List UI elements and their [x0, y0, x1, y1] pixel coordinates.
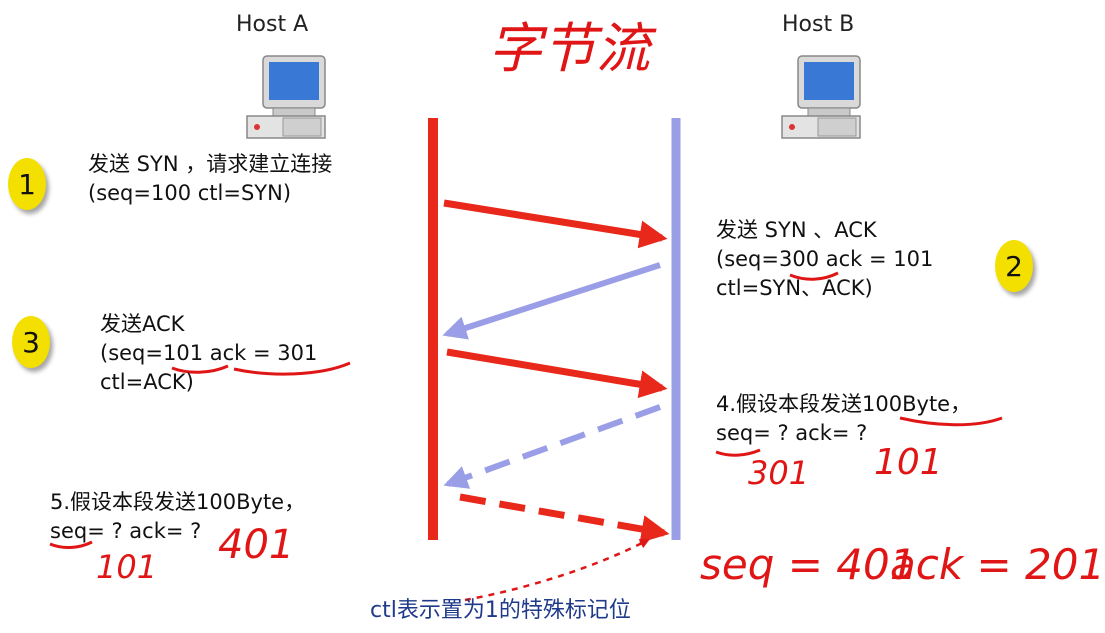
arrow-data-a-to-b [459, 493, 670, 543]
step2-line3: ctl=SYN、ACK) [716, 276, 873, 300]
underline-seq-a [49, 540, 93, 549]
step1-line1: 发送 SYN ，请求建立连接 [88, 152, 333, 176]
step2-text: 发送 SYN 、ACK (seq=300 ack = 101 ctl=SYN、A… [716, 216, 933, 303]
step4-text: 4.假设本段发送100Byte， seq= ? ack= ? [716, 390, 971, 448]
handwritten-title: 字节流 [488, 17, 650, 80]
handwritten-s4-ack: 101 [874, 442, 943, 483]
step1-text: 发送 SYN ，请求建立连接 (seq=100 ctl=SYN) [88, 150, 332, 208]
step4-line1: 4.假设本段发送100Byte， [716, 392, 972, 416]
step1-line2: (seq=100 ctl=SYN) [88, 181, 292, 205]
handwritten-bottom-ack: ack = 201 [890, 540, 1105, 589]
handwritten-s5-seq: 101 [96, 548, 158, 586]
step5-text: 5.假设本段发送100Byte， seq= ? ack= ? [50, 488, 305, 546]
host-a-computer-icon [246, 55, 326, 139]
host-a-label: Host A [236, 12, 309, 37]
footer-note: ctl表示置为1的特殊标记位 [370, 598, 631, 623]
underline-101 [171, 364, 229, 374]
step-badge-3: 3 [12, 316, 50, 368]
handwritten-dashed-arrow [464, 538, 650, 602]
step3-line1: 发送ACK [100, 312, 185, 336]
step5-line2: seq= ? ack= ? [50, 519, 202, 543]
underline-seq-b [715, 448, 761, 457]
step3-line3: ctl=ACK) [100, 370, 194, 394]
step4-line2: seq= ? ack= ? [716, 421, 868, 445]
handwritten-s4-seq: 301 [748, 454, 810, 492]
underline-ack-301 [233, 361, 351, 376]
step3-text: 发送ACK (seq=101 ack = 301 ctl=ACK) [100, 310, 317, 397]
underline-100byte-b [899, 416, 1003, 427]
step-badge-1: 1 [8, 158, 46, 210]
underline-300 [789, 271, 839, 281]
step2-line2: (seq=300 ack = 101 [716, 247, 934, 271]
step3-line2: (seq=101 ack = 301 [100, 341, 318, 365]
arrow-ack [446, 348, 668, 399]
step-badge-2: 2 [995, 240, 1033, 292]
arrow-data-b-to-a [443, 404, 662, 489]
arrow-syn-ack [442, 262, 661, 340]
handwritten-s5-ack: 401 [218, 522, 295, 568]
host-b-computer-icon [781, 55, 861, 139]
host-b-label: Host B [782, 12, 855, 37]
sequence-diagram [49, 55, 1003, 602]
handwritten-bottom-seq: seq = 401 [700, 540, 917, 589]
step2-line1: 发送 SYN 、ACK [716, 218, 877, 242]
step5-line1: 5.假设本段发送100Byte， [50, 490, 306, 514]
arrow-syn [443, 199, 668, 249]
